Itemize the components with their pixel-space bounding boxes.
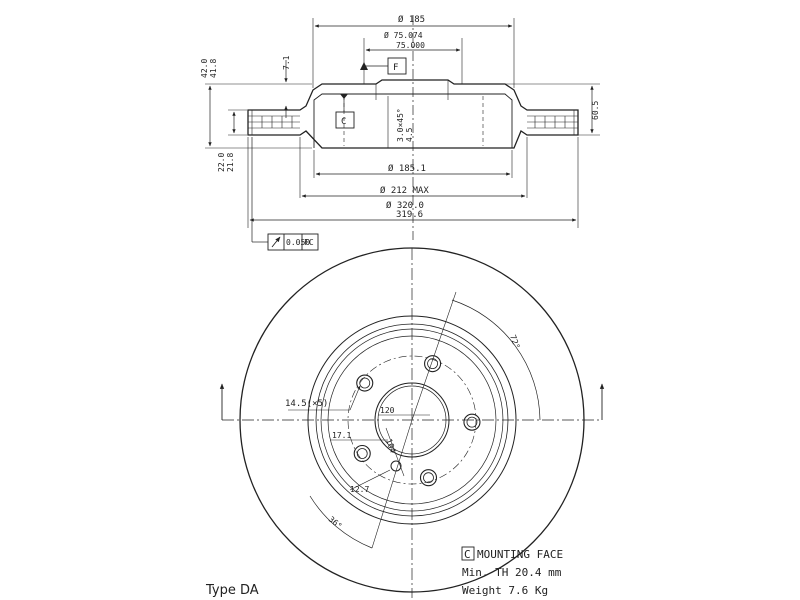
- dim-height-total-min: 41.8: [209, 59, 218, 78]
- mounting-face-label: MOUNTING FACE: [477, 548, 563, 561]
- dim-dia-185: Ø 185: [398, 14, 425, 25]
- dim-bolt-holes: 14.5(×5): [285, 399, 328, 409]
- center-bore: [374, 382, 450, 458]
- side-view: [205, 15, 600, 251]
- bolt-hole-inner: [359, 377, 371, 389]
- locating-hole: [390, 460, 402, 472]
- dim-disc-dia-max: Ø 320.0: [386, 200, 424, 211]
- bolt-hole: [356, 374, 374, 392]
- datum-f-box: [387, 57, 407, 75]
- dim-dia-max: Ø 212 MAX: [380, 185, 429, 196]
- dim-height-right: 60.5: [591, 101, 600, 120]
- dim-hat-step: 7.1: [282, 55, 291, 70]
- bolt-hole-inner: [466, 416, 478, 428]
- bolt-hole-inner: [423, 472, 434, 484]
- dim-bore-max: Ø 75.074: [384, 30, 423, 40]
- disc-profile: [247, 79, 579, 149]
- dim-chamfer-b: 4.5: [405, 127, 414, 142]
- angle-36: 36°: [327, 515, 344, 531]
- runout-frame: [267, 233, 319, 251]
- dim-pcd-120: 120: [380, 406, 395, 415]
- type-label: Type DA: [205, 583, 259, 598]
- bolt-hole: [424, 355, 442, 373]
- weight: Weight 7.6 Kg: [462, 584, 548, 597]
- runout-reference: FC: [304, 238, 314, 247]
- dim-bore-min: 75.000: [396, 41, 425, 50]
- bolt-hole-inner: [356, 448, 368, 459]
- dim-pcd-104: 104: [384, 438, 397, 455]
- datum-c-box: [335, 111, 355, 129]
- front-view: [219, 247, 605, 598]
- datum-c-label: C: [341, 117, 346, 127]
- bolt-hole: [419, 469, 438, 487]
- mounting-face-box: [461, 546, 475, 561]
- dim-disc-height-min: 21.8: [226, 153, 235, 172]
- vent-hatch-right: [527, 110, 578, 135]
- dim-disc-dia-min: 319.6: [396, 210, 423, 220]
- dim-height-total-max: 42.0: [200, 59, 209, 78]
- dim-dia-inner: Ø 185.1: [388, 163, 426, 174]
- datum-f-label: F: [393, 63, 398, 73]
- dim-chamfer-a: 3.0×45°: [396, 108, 405, 142]
- min-thickness: Min. TH 20.4 mm: [462, 566, 562, 579]
- mounting-face-letter: C: [464, 548, 471, 561]
- runout-tolerance: 0.050: [286, 238, 310, 247]
- bolt-hole: [463, 413, 481, 431]
- disc-outer-circle: [239, 247, 585, 593]
- bolt-holes: [353, 355, 481, 487]
- dim-hole-17: 17.1: [332, 431, 351, 440]
- bolt-hole-inner: [427, 358, 438, 370]
- dim-hole-offset: 12.7: [350, 485, 369, 494]
- dim-disc-height-max: 22.0: [217, 153, 226, 172]
- angle-72: 72°: [508, 334, 521, 351]
- bolt-hole: [353, 444, 371, 463]
- vent-hatch-left: [248, 110, 300, 135]
